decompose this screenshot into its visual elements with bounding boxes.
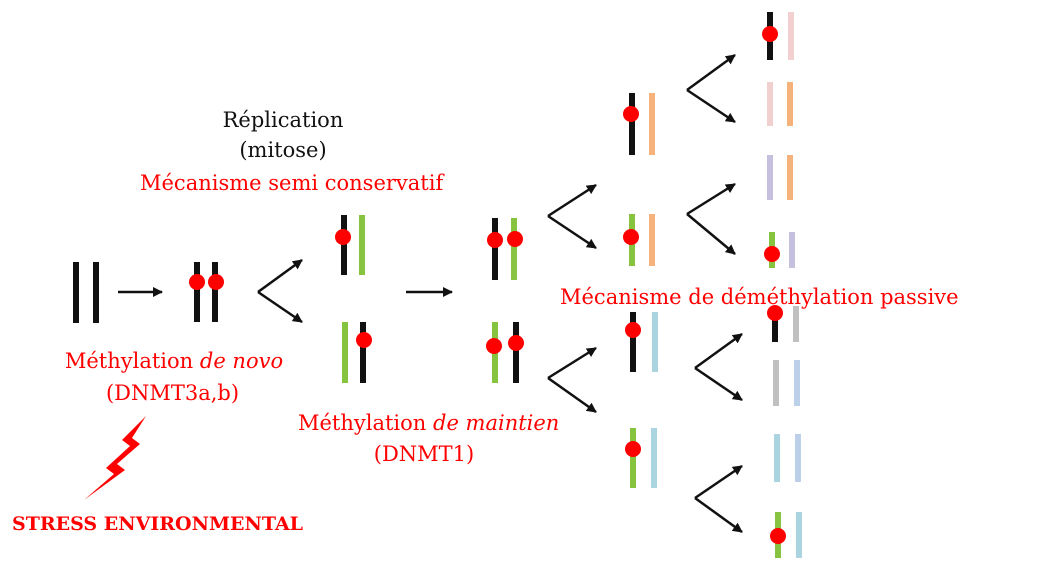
dna-gen2-c (625, 312, 658, 372)
replication-label: Réplication (222, 108, 344, 132)
replication-fork-2-upper (547, 183, 597, 250)
mitosis-label: (mitose) (239, 138, 327, 162)
maintenance-enzyme-label: (DNMT1) (373, 442, 475, 466)
lightning-bolt-icon (84, 416, 146, 500)
dna-gen2-d (625, 428, 657, 488)
environmental-stress-label: STRESS ENVIRONMENTAL (12, 513, 304, 535)
de-novo-prefix: Méthylation (64, 349, 200, 373)
dna-gen3-2 (767, 82, 793, 126)
semi-conservative-label: Mécanisme semi conservatif (140, 171, 444, 195)
dna-gen3-5 (767, 305, 799, 342)
dna-gen3-1 (762, 12, 794, 60)
replication-fork-2-lower (547, 346, 597, 414)
dna-gen3-4 (764, 232, 795, 268)
dna-maintained-lower (486, 322, 524, 383)
de-novo-methylation-label: Méthylation de novo (38, 349, 310, 374)
replication-fork-3-a (686, 53, 736, 124)
dna-unmethylated (73, 262, 99, 323)
dna-gen3-8 (770, 512, 802, 558)
dna-hemimethylated-lower (342, 322, 372, 383)
replication-fork-3-b (686, 182, 736, 255)
maintenance-prefix: Méthylation (298, 411, 433, 435)
replication-fork-3-c (694, 332, 743, 402)
dna-gen2-a (623, 93, 655, 155)
maintenance-methylation-label: Méthylation de maintien (298, 411, 559, 436)
maintenance-italic: de maintien (433, 411, 560, 435)
dna-gen3-3 (767, 155, 793, 200)
replication-fork-1 (257, 258, 303, 324)
dna-gen3-6 (773, 360, 800, 406)
dna-gen2-b (623, 214, 655, 266)
passive-demethylation-label: Mécanisme de déméthylation passive (560, 285, 959, 309)
dna-methylated-both-strands (189, 262, 224, 322)
dna-maintained-upper (487, 218, 523, 280)
de-novo-italic: de novo (199, 349, 284, 373)
dna-gen3-7 (774, 434, 801, 482)
de-novo-enzymes-label: (DNMT3a,b) (105, 381, 240, 405)
dna-hemimethylated-upper (335, 215, 365, 275)
replication-fork-3-d (694, 464, 743, 534)
